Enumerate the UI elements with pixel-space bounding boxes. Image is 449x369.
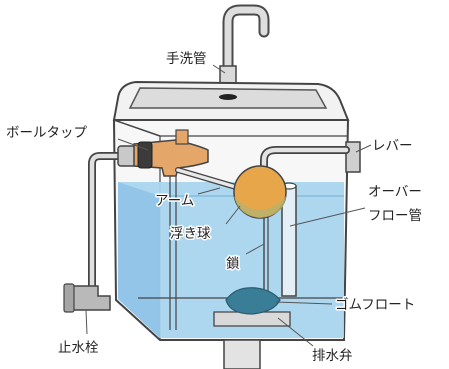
label-drain-valve: 排水弁 bbox=[312, 348, 353, 364]
stop-valve bbox=[69, 285, 111, 311]
label-chain: 鎖 bbox=[226, 256, 240, 272]
label-hand-wash-pipe: 手洗管 bbox=[166, 51, 207, 67]
label-arm: アーム bbox=[155, 193, 194, 209]
drain-outlet-pipe bbox=[223, 339, 261, 369]
label-ball-tap: ボールタップ bbox=[6, 125, 87, 141]
label-overflow-pipe-line1: オーバー bbox=[368, 184, 422, 200]
label-float-ball: 浮き球 bbox=[170, 226, 211, 242]
lever bbox=[345, 141, 361, 173]
label-rubber-float: ゴムフロート bbox=[335, 296, 415, 313]
label-overflow-pipe-line2: フロー管 bbox=[368, 208, 422, 224]
rubber-float bbox=[225, 287, 281, 315]
label-lever: レバー bbox=[372, 138, 413, 154]
label-stop-valve: 止水栓 bbox=[58, 340, 99, 356]
